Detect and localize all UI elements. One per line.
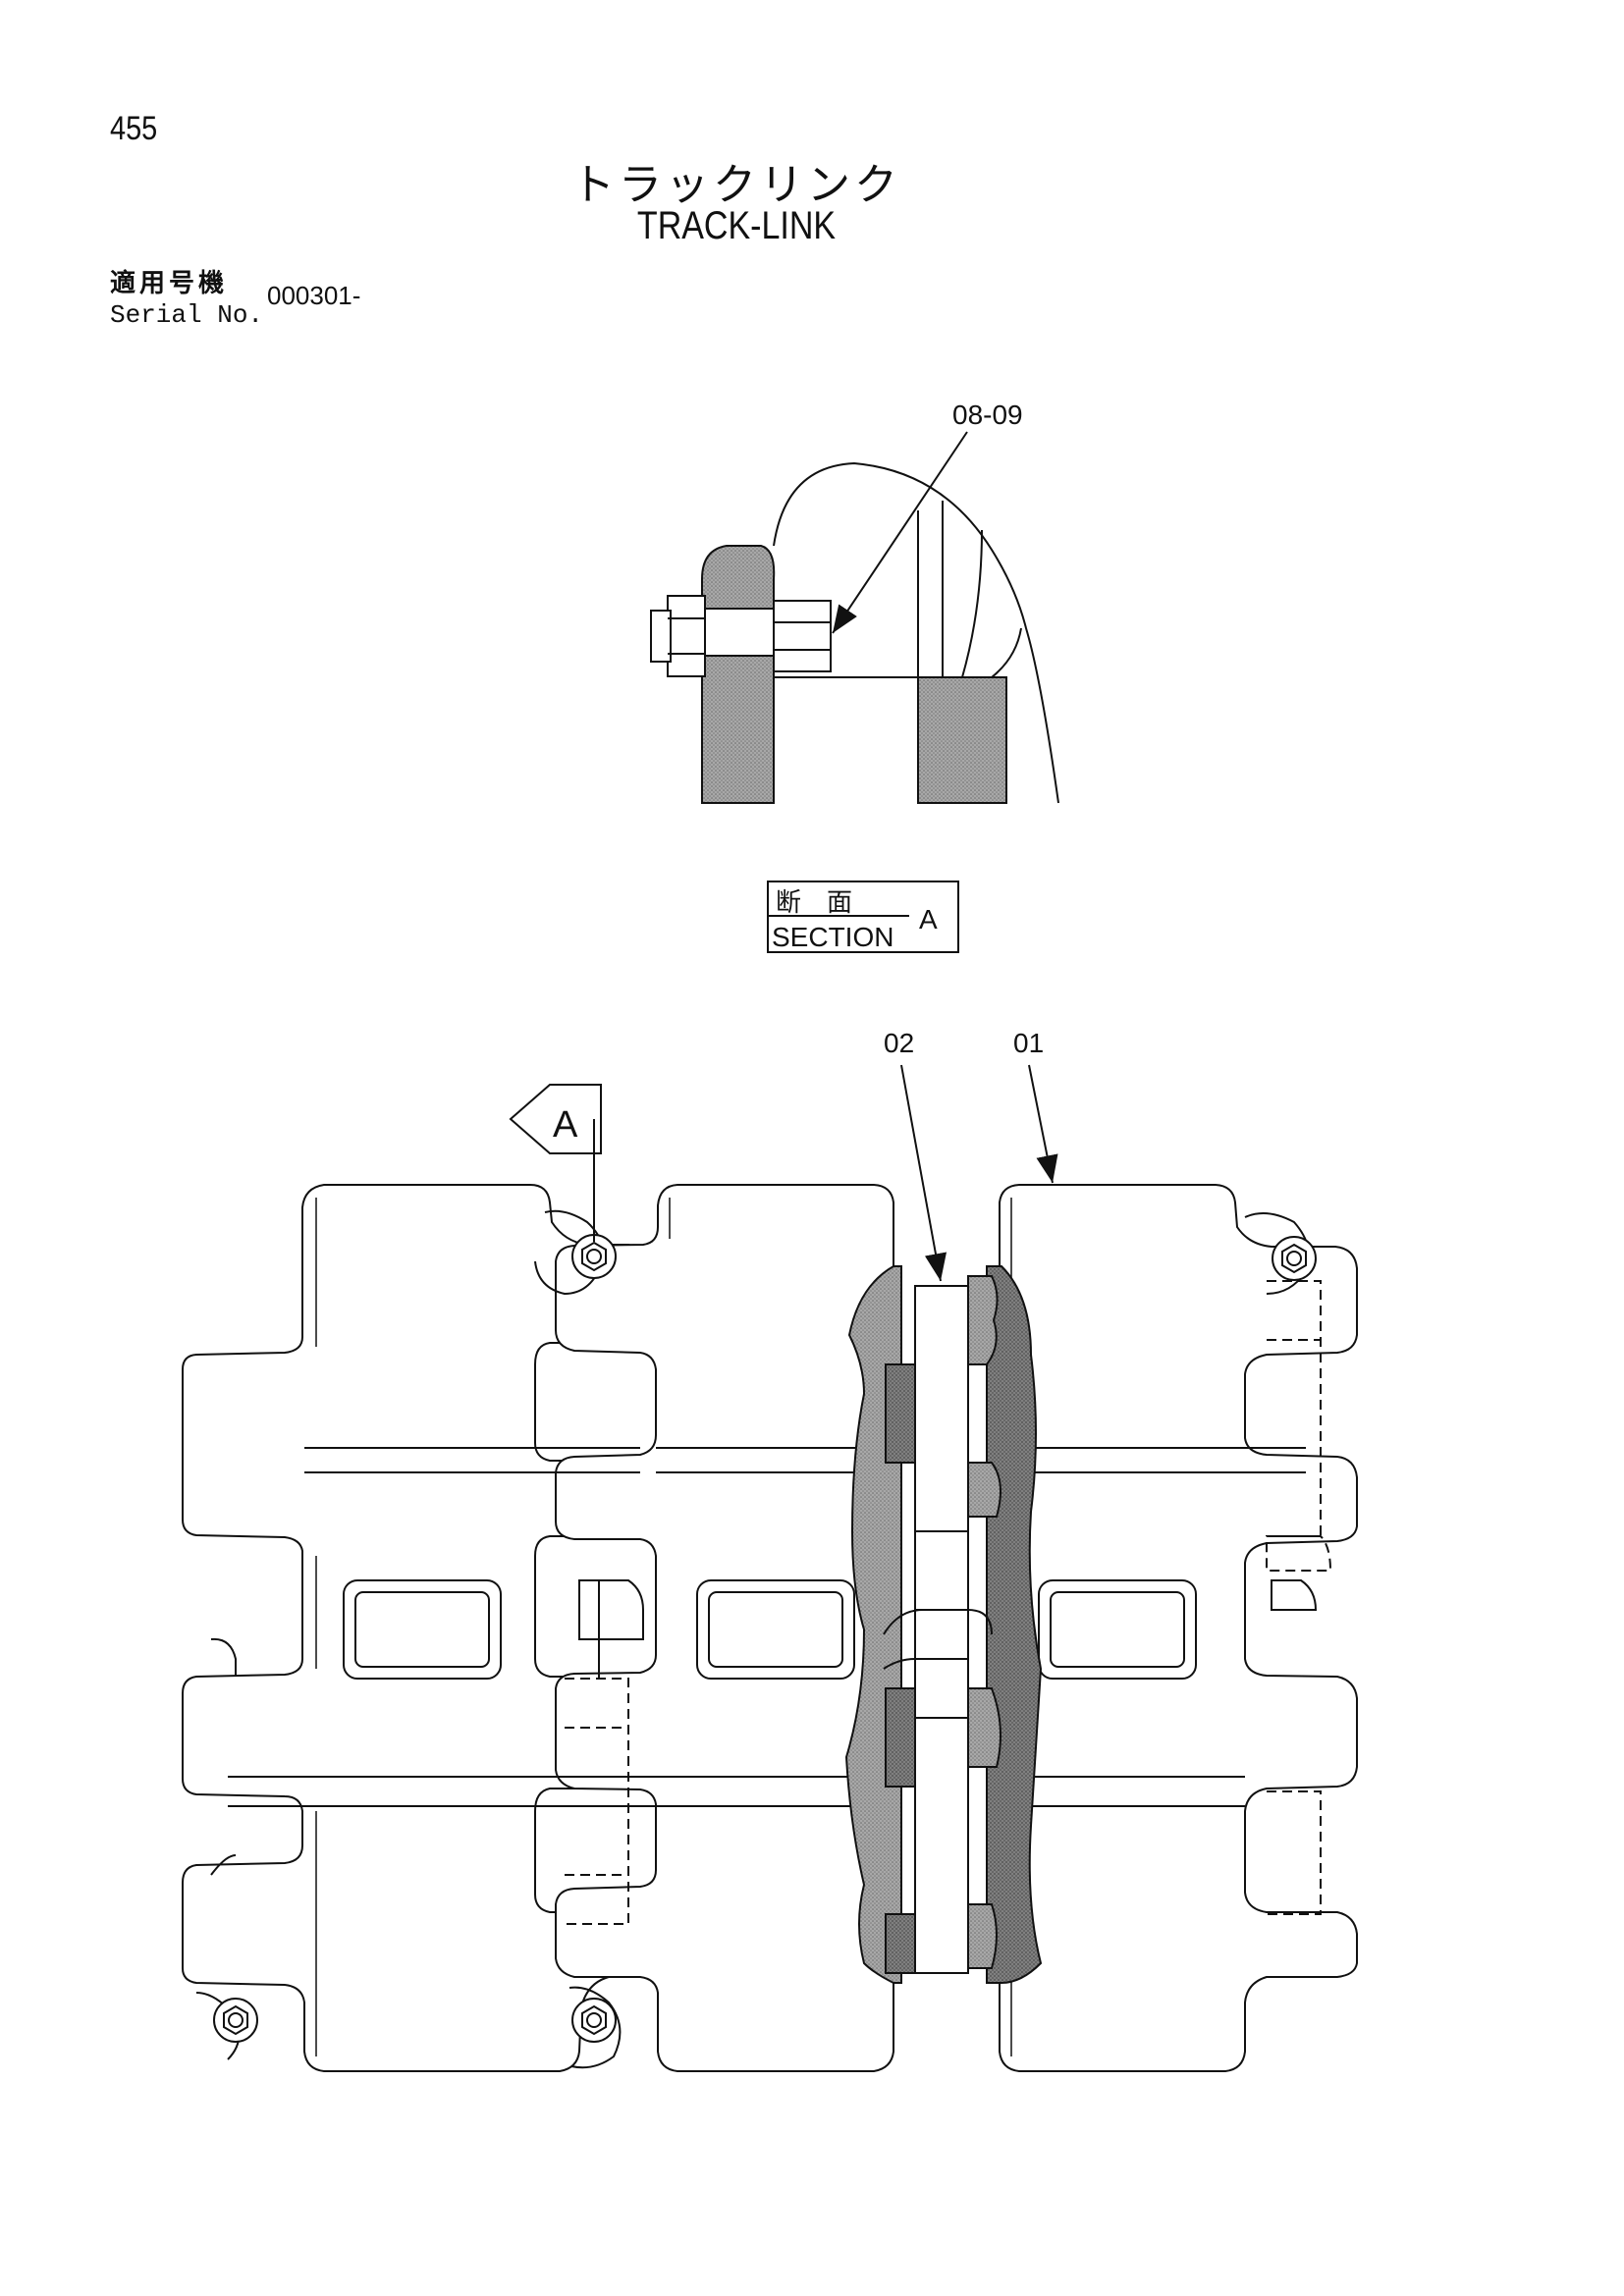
serial-number-value: 000301- [267,281,361,310]
bolt-hole-top-right [1244,1212,1317,1295]
section-a-detail [650,461,1059,804]
serial-label-japanese: 適用号機 [110,269,229,298]
nut [773,600,832,672]
callout-arrow-bolt-nut [832,431,968,634]
title-japanese: トラックリンク [571,160,901,210]
section-label-box: 断 面 SECTION A [767,881,959,953]
window-right [1038,1579,1197,1680]
title-english: TRACK-LINK [636,204,837,247]
section-left-link [701,545,776,804]
section-label-japanese: 断 面 [776,888,852,918]
view-marker-a: A [509,1084,602,1242]
bolt-head [667,595,706,677]
bolt-hole-bottom-left [195,1992,258,2060]
bolt-hole-bottom-middle [568,1986,622,2069]
page-number: 455 [110,110,158,147]
section-right-link [917,676,1007,804]
callout-label-part-01: 01 [1013,1028,1044,1058]
window-middle [696,1579,855,1680]
callout-label-bolt-nut: 08-09 [952,400,1023,430]
serial-label-english: Serial No. [110,300,264,330]
callout-arrow-part-02 [900,1064,947,1282]
callout-label-part-02: 02 [884,1028,914,1058]
bushing-part-02 [914,1285,969,1532]
callout-arrow-part-01 [1028,1064,1058,1184]
section-label-letter: A [919,904,938,934]
bolt-hole-top-left [534,1209,617,1296]
section-label-english: SECTION [772,922,893,952]
window-left [343,1579,502,1680]
track-link-assembly [182,1184,1358,2072]
pin-bushing-section [844,1265,1043,1984]
view-marker-letter: A [553,1104,578,1146]
